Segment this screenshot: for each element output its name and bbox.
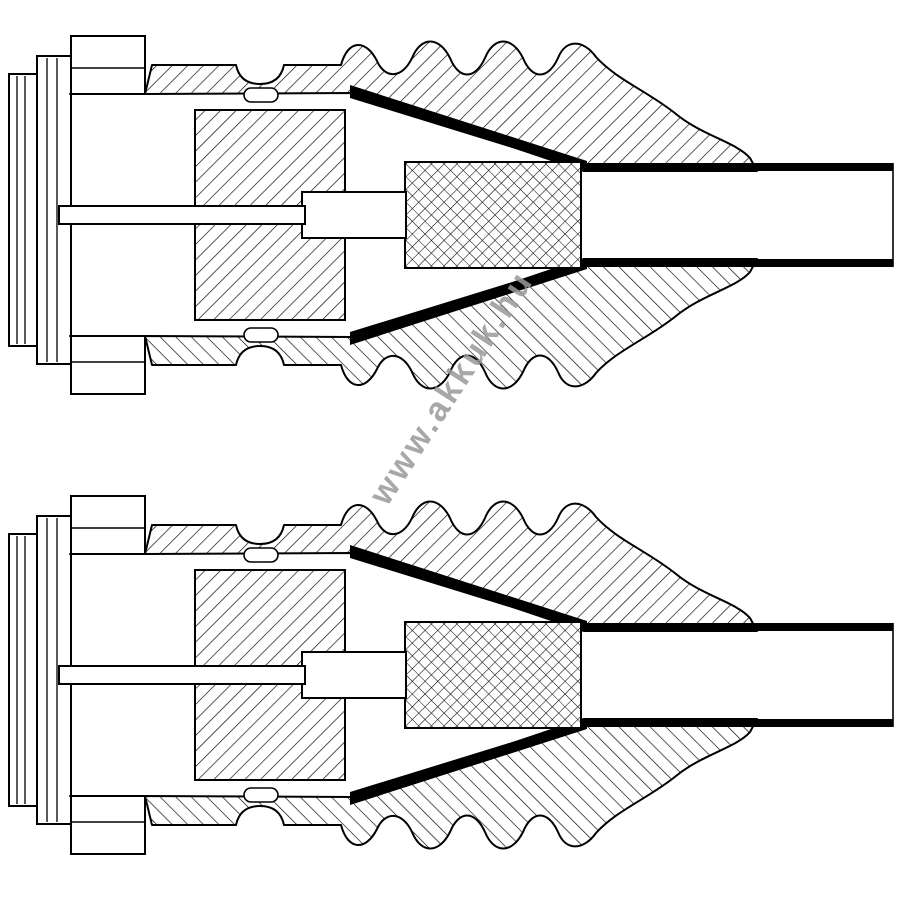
background — [0, 0, 900, 900]
diagram-canvas — [0, 0, 900, 900]
page: www.akkuk.hu — [0, 0, 900, 900]
